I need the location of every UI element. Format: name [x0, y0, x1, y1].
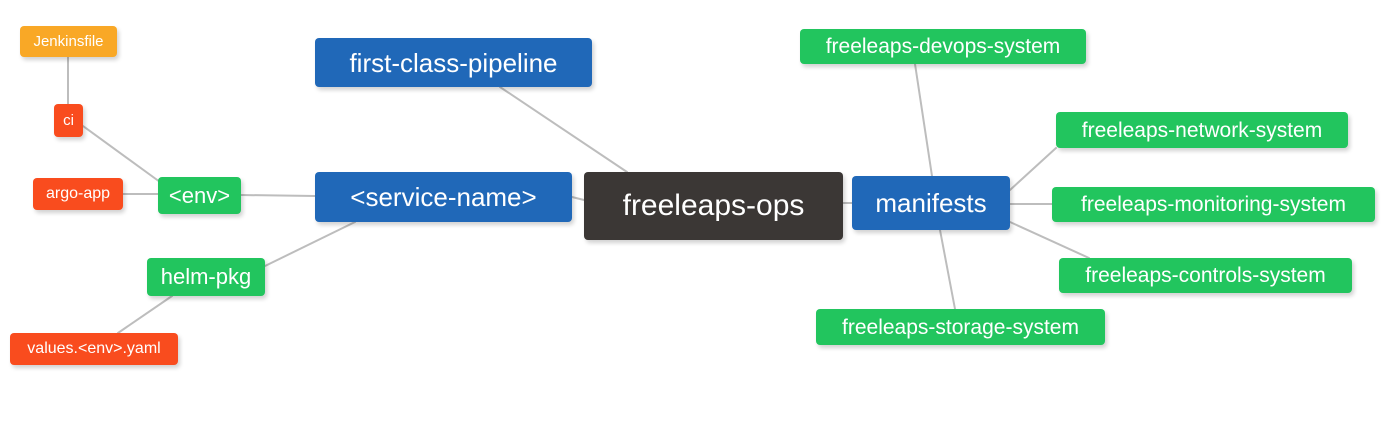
node-label-jenkinsfile: Jenkinsfile: [33, 33, 104, 50]
node-first-class-pipeline[interactable]: first-class-pipeline: [315, 38, 592, 87]
node-label-argo-app: argo-app: [45, 185, 111, 202]
node-label-freeleaps-network-system: freeleaps-network-system: [1081, 118, 1323, 142]
node-service-name[interactable]: <service-name>: [315, 172, 572, 222]
node-argo-app[interactable]: argo-app: [33, 178, 123, 210]
edge-freeleaps-ops-to-first-class-pipeline: [499, 86, 628, 173]
edge-manifests-to-freeleaps-storage-system: [939, 229, 956, 310]
node-freeleaps-ops[interactable]: freeleaps-ops: [584, 172, 843, 240]
node-helm-pkg[interactable]: helm-pkg: [147, 258, 265, 296]
node-label-helm-pkg: helm-pkg: [160, 264, 252, 289]
node-manifests[interactable]: manifests: [852, 176, 1010, 230]
node-label-freeleaps-controls-system: freeleaps-controls-system: [1085, 264, 1326, 287]
edge-freeleaps-ops-to-service-name: [571, 196, 585, 201]
node-label-freeleaps-devops-system: freeleaps-devops-system: [825, 35, 1061, 58]
node-freeleaps-devops-system[interactable]: freeleaps-devops-system: [800, 29, 1086, 64]
node-freeleaps-storage-system[interactable]: freeleaps-storage-system: [816, 309, 1105, 345]
edge-helm-pkg-to-values-env-yaml: [117, 295, 173, 334]
node-label-first-class-pipeline: first-class-pipeline: [349, 47, 558, 78]
node-freeleaps-controls-system[interactable]: freeleaps-controls-system: [1059, 258, 1352, 293]
node-label-freeleaps-storage-system: freeleaps-storage-system: [842, 315, 1079, 339]
node-ci[interactable]: ci: [54, 104, 83, 137]
edge-manifests-to-freeleaps-network-system: [1009, 147, 1057, 191]
edge-manifests-to-freeleaps-devops-system: [914, 63, 933, 177]
edge-env-to-ci: [82, 125, 161, 183]
node-freeleaps-monitoring-system[interactable]: freeleaps-monitoring-system: [1052, 187, 1375, 222]
node-label-env: <env>: [168, 182, 231, 208]
node-label-manifests: manifests: [875, 188, 987, 218]
edge-service-name-to-env: [240, 194, 316, 197]
node-label-values-env-yaml: values.<env>.yaml: [27, 340, 161, 357]
node-values-env-yaml[interactable]: values.<env>.yaml: [10, 333, 178, 365]
node-label-freeleaps-monitoring-system: freeleaps-monitoring-system: [1081, 193, 1346, 216]
edge-manifests-to-freeleaps-controls-system: [1009, 221, 1090, 259]
node-jenkinsfile[interactable]: Jenkinsfile: [20, 26, 117, 57]
node-freeleaps-network-system[interactable]: freeleaps-network-system: [1056, 112, 1348, 148]
node-label-freeleaps-ops: freeleaps-ops: [622, 189, 805, 222]
edge-service-name-to-helm-pkg: [264, 221, 356, 267]
node-label-service-name: <service-name>: [350, 182, 537, 212]
node-label-ci: ci: [63, 112, 74, 129]
node-env[interactable]: <env>: [158, 177, 241, 214]
